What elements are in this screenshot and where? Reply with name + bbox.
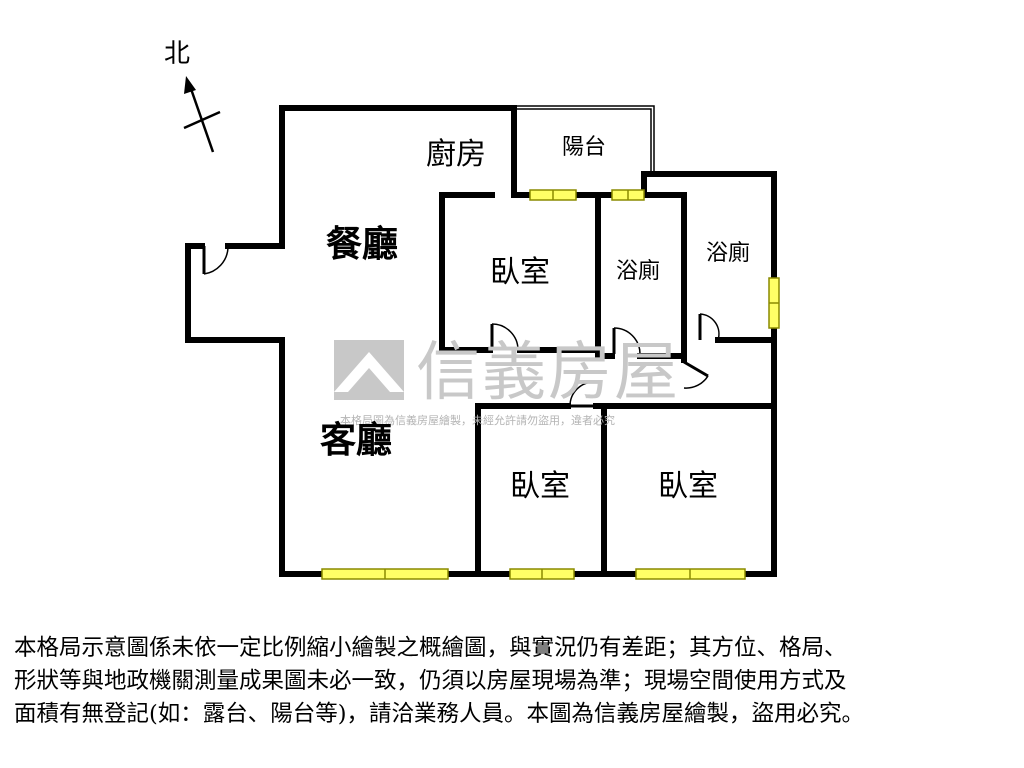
floor-plan: 北 <box>164 39 780 580</box>
disclaimer-line: 形狀等與地政機關測量成果圖未必一致，仍須以房屋現場為準；現場空間使用方式及 <box>14 668 847 694</box>
door-bathroom-1-icon <box>612 327 641 355</box>
room-label-bathroom-1: 浴廁 <box>616 259 660 284</box>
walls <box>185 105 777 577</box>
watermark-logo-icon <box>334 340 404 400</box>
watermark-brand: 信義房屋 <box>416 336 680 410</box>
room-label-bedroom-2: 臥室 <box>510 469 570 504</box>
watermark: 信義房屋 本格局圖為信義房屋繪製，未經允許請勿盜用，違者必究 <box>334 336 680 427</box>
door-entrance-icon <box>202 246 229 275</box>
room-label-balcony: 陽台 <box>562 135 606 160</box>
compass-label: 北 <box>164 39 190 69</box>
room-label-dining: 餐廳 <box>326 223 398 265</box>
door-bedroom-2-icon <box>569 381 595 408</box>
door-bathroom-2-icon <box>698 313 720 341</box>
room-label-living: 客廳 <box>320 419 392 461</box>
watermark-notice: 本格局圖為信義房屋繪製，未經允許請勿盜用，違者必究 <box>340 413 615 427</box>
room-label-kitchen: 廚房 <box>426 137 486 172</box>
disclaimer: 本格局示意圖係未依一定比例縮小繪製之概繪圖，與實況仍有差距；其方位、格局、 形狀… <box>14 632 1010 731</box>
room-label-bathroom-2: 浴廁 <box>706 241 750 266</box>
north-arrow-icon <box>183 76 221 153</box>
windows <box>321 189 780 580</box>
disclaimer-line: 面積有無登記(如：露台、陽台等)，請洽業務人員。本圖為信義房屋繪製，盜用必究。 <box>14 701 865 727</box>
room-label-bedroom-1: 臥室 <box>490 255 550 290</box>
disclaimer-line: 本格局示意圖係未依一定比例縮小繪製之概繪圖，與實況仍有差距；其方位、格局、 <box>14 635 847 661</box>
door-bedroom-1-icon <box>490 323 519 351</box>
room-label-bedroom-3: 臥室 <box>658 469 718 504</box>
balcony-railing <box>514 105 655 176</box>
doors <box>202 246 720 408</box>
door-bedroom-3-icon <box>683 360 709 389</box>
